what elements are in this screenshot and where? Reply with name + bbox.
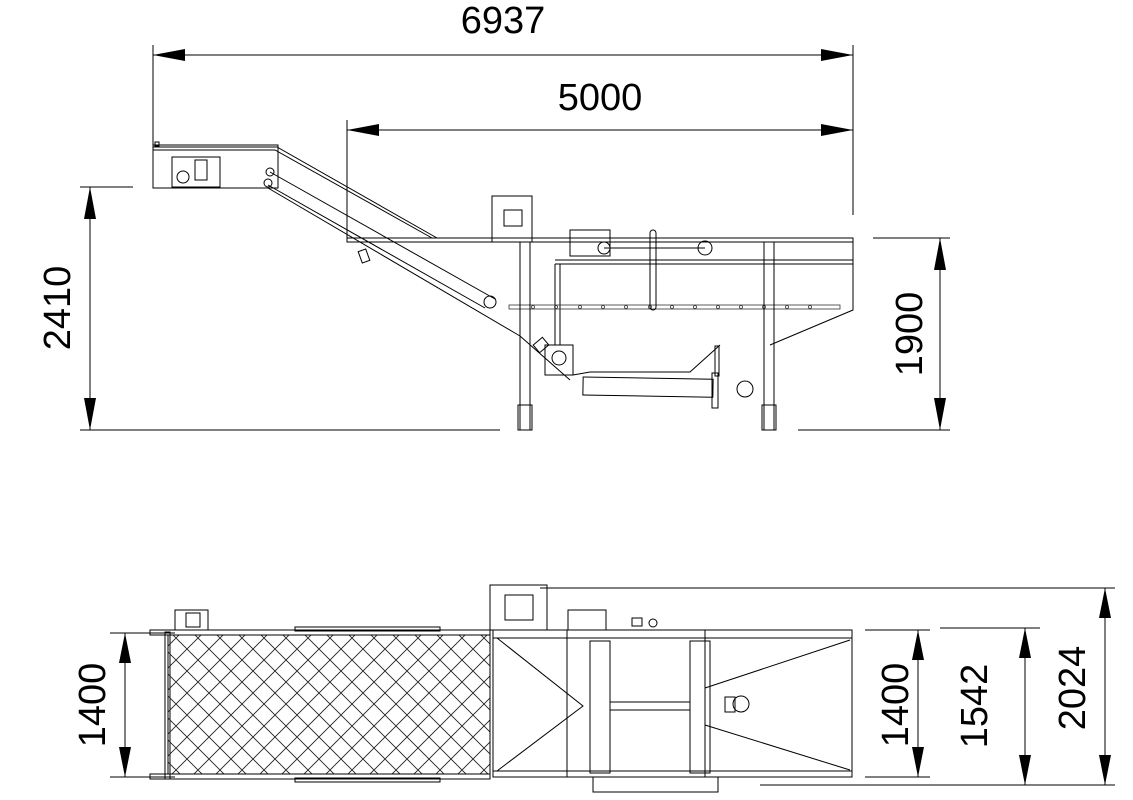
dimension-label: 2024 [1052,646,1094,731]
dimension-frame-width: 1542 [760,627,1040,786]
drive-motor-icon [567,609,607,631]
dimension-label: 1400 [72,663,114,748]
blower-motor-icon [491,195,533,243]
dimension-tank-length: 5000 [346,77,853,238]
side-view: 6937 5000 2410 1900 [37,0,950,431]
inclined-conveyor [152,141,521,337]
dimension-label: 1400 [875,663,917,748]
dimension-overall-width: 2024 [540,587,1115,786]
dimension-conveyor-width: 1400 [72,632,175,778]
mesh-belt [167,634,491,775]
dimension-label: 1900 [889,292,931,377]
dimension-overall-length: 6937 [152,0,854,215]
screw-conveyor [582,376,714,398]
dimension-tank-height: 1900 [798,237,950,431]
dimension-tank-width: 1400 [865,629,930,778]
brush-roller [689,640,711,774]
dimension-label: 1542 [954,664,996,749]
drive-motor-icon [569,229,611,257]
conveyor-motor-icon [174,609,209,631]
dimension-label: 6937 [461,0,546,42]
top-view: 1400 1400 1542 2024 [72,584,1115,793]
conveyor-motor-icon [171,156,221,188]
dimension-overall-height: 2410 [37,186,500,431]
blower-motor-icon [489,584,548,631]
pump-icon [544,344,574,376]
brush-roller [589,640,611,774]
washing-tank [346,195,854,431]
dimension-label: 2410 [37,266,79,351]
dimension-label: 5000 [558,77,643,119]
conveyor-plan [149,609,491,783]
spray-nozzles [531,305,812,309]
tank-plan [489,584,853,793]
